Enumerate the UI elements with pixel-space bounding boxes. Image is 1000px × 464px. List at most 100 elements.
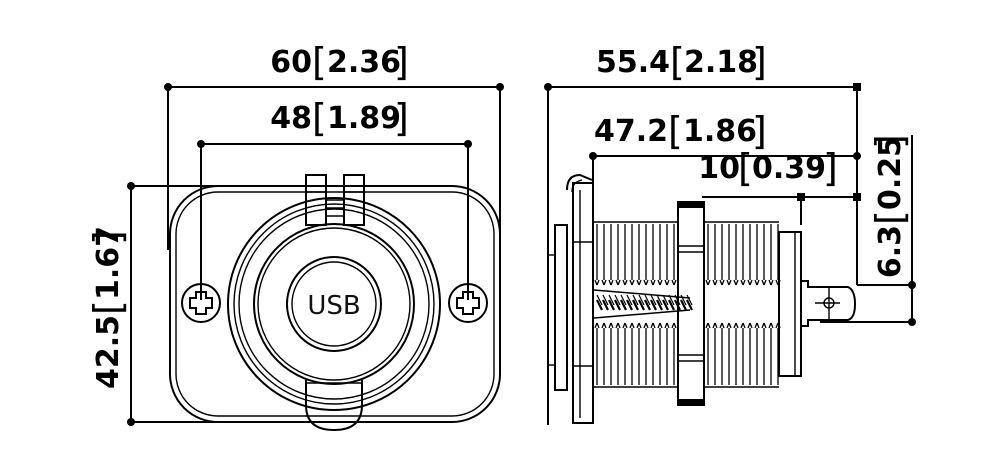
thread-line	[602, 294, 609, 306]
dim-value-in: 1.89	[327, 101, 401, 136]
thread-line	[638, 294, 645, 306]
bracket-close: ]	[752, 109, 767, 153]
thread-line	[608, 299, 615, 311]
dim-value-in: 0.25	[873, 136, 908, 210]
thread-line	[626, 299, 633, 311]
dim-terminal-height: 6.3 [ 0.25 ]	[820, 134, 916, 326]
bracket-close: ]	[394, 40, 409, 84]
thread-line	[686, 294, 693, 306]
thread-line	[721, 279, 725, 286]
thread-line	[763, 279, 767, 286]
bracket-close: ]	[86, 230, 130, 245]
dim-endpoint	[853, 193, 861, 201]
bracket-open: [	[738, 146, 753, 190]
thread-line	[770, 279, 774, 286]
dim-value-mm: 48	[270, 101, 312, 136]
screw-right	[448, 283, 488, 323]
thread-line	[652, 279, 656, 286]
dim-endpoint	[127, 182, 135, 190]
thread-line	[596, 294, 603, 306]
dim-endpoint	[908, 318, 916, 326]
thread-line	[763, 322, 767, 329]
thread-line	[714, 322, 718, 329]
dim-endpoint	[797, 193, 805, 201]
thread-line	[662, 299, 669, 311]
thread-line	[656, 299, 663, 311]
front-view: 60 [ 2.36 ] 48 [ 1.89 ] 42.5 [	[86, 40, 504, 432]
dim-endpoint	[164, 83, 172, 91]
thread-line	[707, 322, 711, 329]
dim-endpoint	[127, 418, 135, 426]
thread-line	[593, 309, 691, 319]
dim-overall-height: 42.5 [ 1.67 ]	[86, 182, 300, 426]
thread-line	[638, 322, 642, 329]
dim-value-in: 1.86	[683, 114, 757, 149]
thread-line	[673, 279, 677, 286]
phillips-screw-icon	[456, 291, 480, 315]
thread-line	[624, 322, 628, 329]
thread-line	[614, 294, 621, 306]
thread-line	[603, 279, 607, 286]
screw-left	[181, 283, 221, 323]
thread-line	[603, 322, 607, 329]
dim-endpoint	[464, 140, 472, 148]
terminal-pin	[801, 280, 857, 327]
side-view: 55.4 [ 2.18 ] 47.2 [ 1.86 ] 10 [ 0.39 ]	[544, 40, 916, 425]
thread-line	[668, 299, 675, 311]
thread-line	[632, 299, 639, 311]
thread-line	[742, 322, 746, 329]
socket-housing: USB	[227, 197, 441, 411]
thread-line	[735, 322, 739, 329]
bracket-open: [	[86, 300, 130, 315]
dim-value-mm: 10	[698, 151, 740, 186]
thread-line	[749, 322, 753, 329]
dim-body-length: 47.2 [ 1.86 ]	[589, 109, 861, 185]
thread-line	[617, 279, 621, 286]
bracket-close: ]	[394, 96, 409, 140]
thread-line	[608, 294, 615, 306]
thread-line	[610, 279, 614, 286]
thread-line	[749, 279, 753, 286]
cap-hinge	[305, 174, 365, 226]
thread-line	[645, 279, 649, 286]
threaded-body	[593, 221, 781, 388]
thread-line	[638, 299, 645, 311]
thread-line	[666, 279, 670, 286]
thread-line	[644, 299, 651, 311]
cap-tab	[305, 380, 363, 432]
thread-line	[656, 294, 663, 306]
thread-line	[617, 322, 621, 329]
thread-line	[770, 322, 774, 329]
dim-value-mm: 42.5	[91, 315, 126, 389]
thread-line	[632, 294, 639, 306]
thread-line	[631, 322, 635, 329]
thread-line	[602, 299, 609, 311]
rear-collar	[778, 231, 802, 377]
thread-line	[631, 279, 635, 286]
thread-line	[662, 294, 669, 306]
thread-line	[645, 322, 649, 329]
thread-line	[620, 299, 627, 311]
bracket-open: [	[312, 96, 327, 140]
hex-nut	[677, 201, 705, 406]
dim-value-in: 2.36	[327, 45, 401, 80]
mounting-plate	[169, 185, 501, 423]
thread-line	[728, 279, 732, 286]
thread-line	[650, 294, 657, 306]
thread-line	[659, 279, 663, 286]
bracket-open: [	[668, 109, 683, 153]
thread-line	[614, 299, 621, 311]
thread-line	[742, 279, 746, 286]
thread-line	[652, 322, 656, 329]
thread-line	[596, 279, 600, 286]
dim-value-mm: 6.3	[873, 225, 908, 278]
thread-line	[626, 294, 633, 306]
thread-line	[596, 299, 603, 311]
dim-endpoint	[496, 83, 504, 91]
dim-value-mm: 55.4	[596, 45, 670, 80]
thread-line	[666, 322, 670, 329]
thread-line	[593, 289, 691, 299]
thread-line	[638, 279, 642, 286]
thread-line	[714, 279, 718, 286]
bracket-close: ]	[752, 40, 767, 84]
